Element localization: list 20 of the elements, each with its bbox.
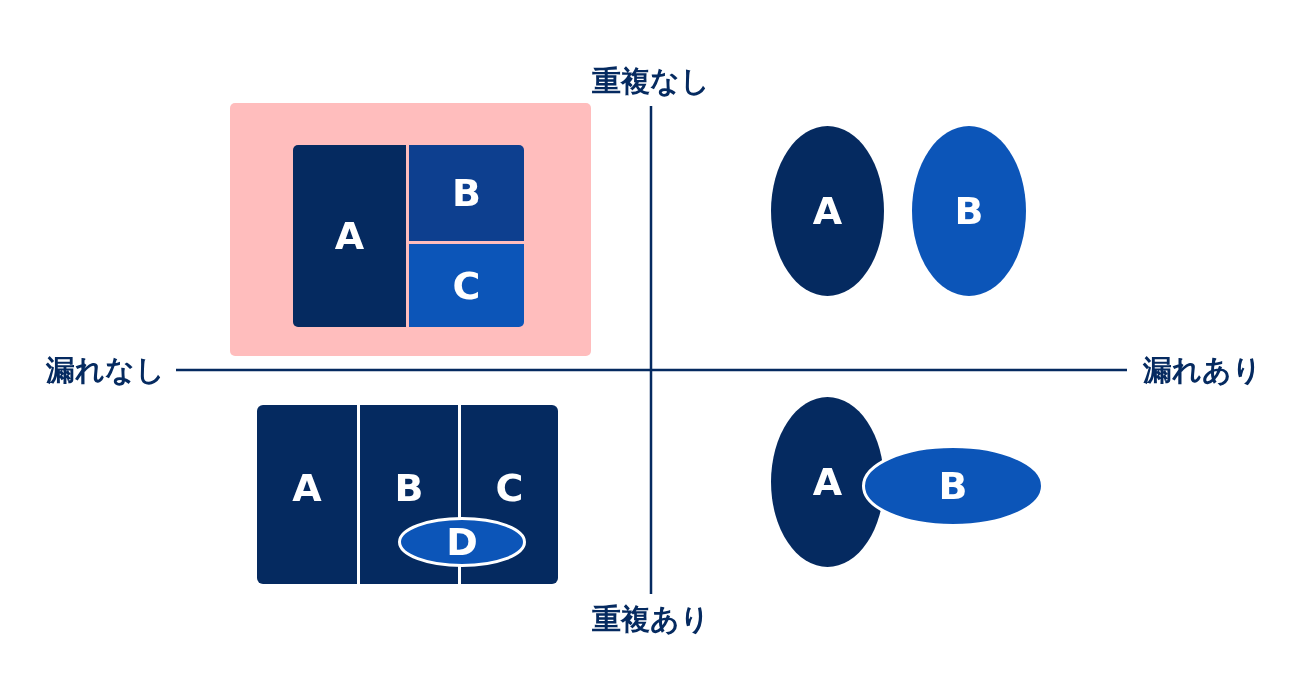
- set-label: A: [812, 192, 843, 230]
- set-label: B: [954, 192, 984, 230]
- set-label: D: [446, 523, 478, 561]
- set-block: [409, 145, 524, 241]
- set-label: A: [812, 463, 843, 501]
- axis-label: 漏れなし: [46, 355, 165, 387]
- set-label: A: [292, 468, 322, 507]
- set-label: B: [394, 468, 424, 507]
- axis-label: 重複あり: [592, 604, 710, 636]
- partition-box: [257, 405, 558, 584]
- axis-label: 漏れあり: [1143, 355, 1262, 387]
- set-label: C: [495, 468, 524, 507]
- axis-label: 重複なし: [592, 66, 710, 98]
- set-block: [409, 244, 524, 327]
- set-label: B: [452, 174, 481, 212]
- set-label: B: [938, 467, 968, 505]
- set-block: [293, 145, 406, 327]
- highlight-panel: [230, 103, 591, 356]
- set-label: A: [334, 217, 365, 255]
- set-label: C: [452, 266, 481, 305]
